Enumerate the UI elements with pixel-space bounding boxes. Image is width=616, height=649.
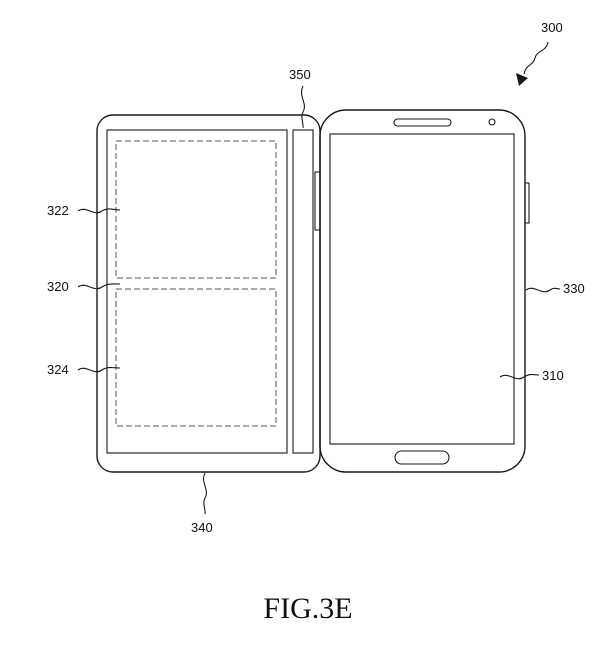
label-330: 330 bbox=[563, 281, 585, 296]
sub-display-upper-region bbox=[115, 140, 277, 279]
label-324: 324 bbox=[47, 362, 69, 377]
edge-display-strip bbox=[292, 129, 314, 454]
phone-body bbox=[314, 109, 530, 473]
leader-322 bbox=[77, 208, 121, 214]
leader-lines bbox=[77, 41, 561, 515]
leader-330 bbox=[525, 287, 561, 293]
label-350: 350 bbox=[289, 67, 311, 82]
arrow-300 bbox=[516, 73, 528, 86]
home-button bbox=[394, 450, 450, 465]
leader-310 bbox=[499, 373, 540, 380]
label-322: 322 bbox=[47, 203, 69, 218]
figure-caption: FIG.3E bbox=[263, 592, 352, 625]
label-340: 340 bbox=[191, 520, 213, 535]
label-310: 310 bbox=[542, 368, 564, 383]
speaker-slot bbox=[393, 118, 452, 127]
leader-324 bbox=[77, 366, 121, 373]
main-display bbox=[329, 133, 515, 445]
power-key bbox=[524, 182, 530, 224]
leader-320 bbox=[77, 283, 121, 290]
label-320: 320 bbox=[47, 279, 69, 294]
leader-350 bbox=[301, 85, 305, 129]
phone-outline bbox=[319, 109, 526, 473]
cover-panel bbox=[96, 114, 321, 473]
leader-300 bbox=[523, 41, 549, 75]
sub-display-frame bbox=[106, 129, 288, 454]
sub-display-lower-region bbox=[115, 288, 277, 427]
label-300: 300 bbox=[541, 20, 563, 35]
front-camera bbox=[488, 118, 496, 126]
volume-key bbox=[314, 171, 321, 231]
leader-340 bbox=[203, 472, 207, 515]
